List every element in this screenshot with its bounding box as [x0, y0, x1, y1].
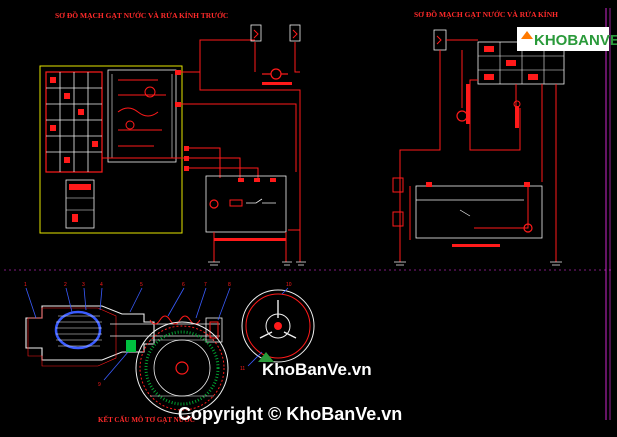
left-wiper-schematic: SƠ ĐỒ MẠCH GẠT NƯỚC VÀ RỬA KÍNH TRƯỚC: [39, 10, 306, 266]
armature-winding: [54, 310, 102, 350]
intermittent-relay-block: [107, 69, 177, 163]
part-number-7: 7: [204, 282, 207, 288]
part-number-labels: 1 2 3 4 5 6 7 8 9 10 11: [24, 282, 292, 388]
logo-text: KHOBANVE: [534, 32, 617, 49]
part-leader-lines: [25, 287, 231, 381]
wiper-motor-cross-section: 1 2 3 4 5 6 7 8 9 10 11 KẾT CẤU MÔ TƠ GẠ…: [24, 282, 292, 424]
part-number-4: 4: [100, 282, 103, 288]
worm-wheel: [135, 321, 229, 415]
part-number-5: 5: [140, 282, 143, 288]
wiper-speed-switch: [65, 179, 95, 229]
motor-end-view: [241, 287, 315, 367]
armature-shaft: [110, 323, 220, 337]
connector-pins: [175, 70, 189, 171]
part-number-1: 1: [24, 282, 27, 288]
right-wiper-motor: [392, 177, 562, 266]
worm-gear: [149, 315, 201, 325]
copyright-watermark: Copyright © KhoBanVe.vn: [178, 404, 402, 424]
right-washer-motor: [456, 84, 521, 128]
brush-holder: [126, 340, 136, 352]
right-harness-wiring: [399, 39, 557, 262]
drawing-border-lines: [4, 8, 612, 420]
fuse-terminals: [250, 24, 301, 42]
part-number-10: 10: [286, 282, 292, 288]
part-number-11: 11: [240, 366, 245, 372]
right-wiper-schematic: SƠ ĐỒ MẠCH GẠT NƯỚC VÀ RỬA KÍNH: [392, 9, 565, 266]
part-number-3: 3: [82, 282, 85, 288]
site-watermark-text: KhoBanVe.vn: [262, 360, 372, 379]
harness-wiring: [102, 39, 301, 231]
khobanve-logo: KHOBANVE: [517, 27, 617, 51]
washer-motor: [262, 68, 292, 85]
motor-structure-title: KẾT CẤU MÔ TƠ GẠT NƯỚC: [98, 416, 195, 424]
right-schematic-title: SƠ ĐỒ MẠCH GẠT NƯỚC VÀ RỬA KÍNH: [414, 9, 558, 19]
part-number-2: 2: [64, 282, 67, 288]
part-number-8: 8: [228, 282, 231, 288]
part-number-9: 9: [98, 382, 101, 388]
left-schematic-title: SƠ ĐỒ MẠCH GẠT NƯỚC VÀ RỬA KÍNH TRƯỚC: [55, 10, 228, 20]
combination-switch-matrix: [45, 71, 103, 173]
site-watermark: KhoBanVe.vn: [258, 352, 372, 379]
right-fuse: [433, 29, 447, 51]
wiper-motor-assembly: [205, 175, 306, 266]
part-number-6: 6: [182, 282, 185, 288]
combination-switch-frame: [39, 65, 183, 234]
